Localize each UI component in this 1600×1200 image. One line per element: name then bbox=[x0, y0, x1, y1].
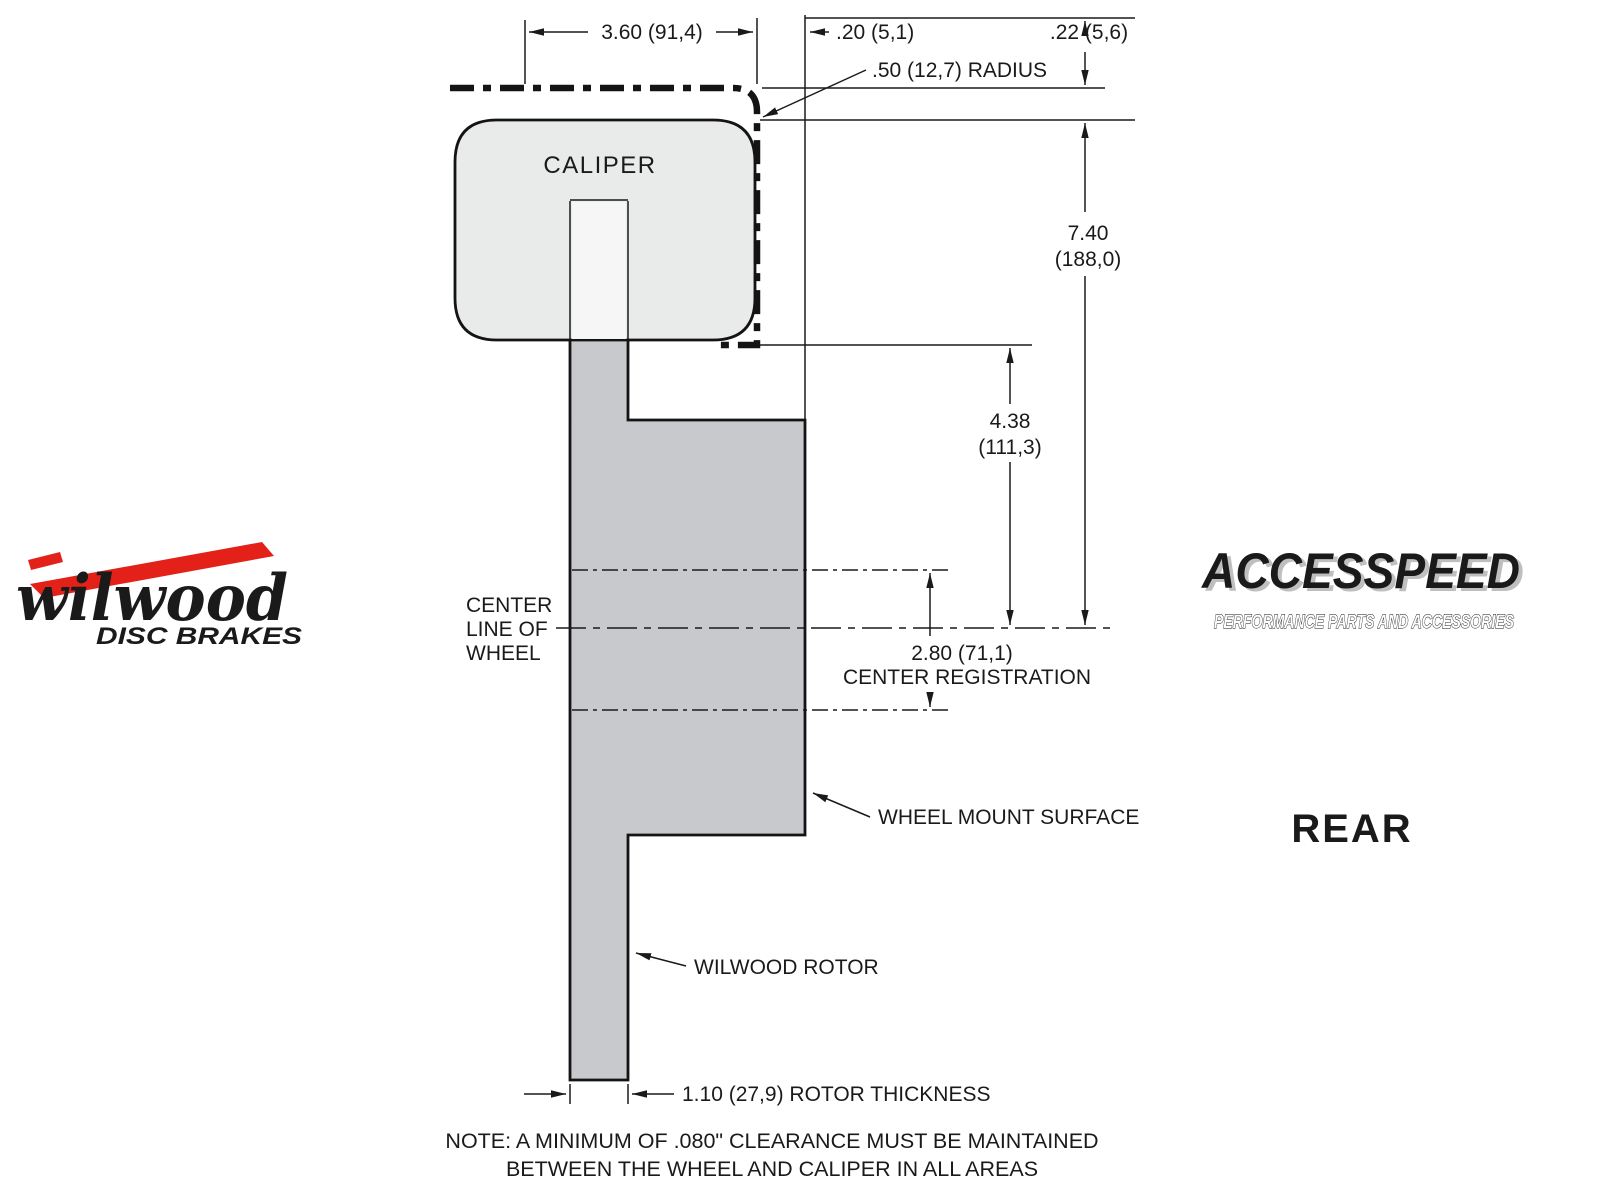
wheel-clearance-phantom-line bbox=[450, 84, 761, 349]
dim-clearance-top-text: .22 (5,6) bbox=[1050, 21, 1128, 44]
dim-register-label-text: CENTER REGISTRATION bbox=[843, 666, 1091, 689]
caliper-label: CALIPER bbox=[543, 152, 656, 179]
note: NOTE: A MINIMUM OF .080" CLEARANCE MUST … bbox=[445, 1129, 1098, 1181]
accesspeed-logo: ACCESSPEED ACCESSPEED PERFORMANCE PARTS … bbox=[1200, 543, 1524, 851]
rotor-leader bbox=[635, 952, 687, 967]
dim-clearance-side-text: .20 (5,1) bbox=[836, 21, 914, 44]
accesspeed-wordmark: ACCESSPEED bbox=[1200, 543, 1520, 599]
callouts: CENTER LINE OF WHEEL WHEEL MOUNT SURFACE… bbox=[466, 594, 1139, 979]
view-label: REAR bbox=[1291, 807, 1412, 851]
rotor-label: WILWOOD ROTOR bbox=[694, 956, 879, 979]
radius-text: .50 (12,7) RADIUS bbox=[872, 59, 1047, 82]
radius-leader bbox=[762, 69, 867, 118]
extension-lines bbox=[524, 15, 1135, 1104]
centerline-label-1: CENTER bbox=[466, 594, 552, 617]
dim-mount-in-text: 4.38 bbox=[990, 410, 1031, 433]
dimensions: 3.60 (91,4) .20 (5,1) .22 (5,6) .50 (12,… bbox=[524, 21, 1128, 1106]
centerlines bbox=[556, 569, 1112, 711]
wheel-mount-leader bbox=[812, 792, 871, 818]
caliper-section: CALIPER bbox=[453, 118, 757, 342]
wilwood-tagline: DISC BRAKES bbox=[96, 623, 302, 650]
dim-height-in-text: 7.40 bbox=[1068, 222, 1109, 245]
rotor-slot bbox=[572, 202, 626, 339]
wilwood-wordmark: wilwood bbox=[16, 561, 288, 636]
wheel-mount-label: WHEEL MOUNT SURFACE bbox=[878, 806, 1139, 829]
wilwood-swoosh-small bbox=[28, 552, 63, 570]
note-line-2: BETWEEN THE WHEEL AND CALIPER IN ALL ARE… bbox=[506, 1157, 1038, 1181]
accesspeed-wordmark-shadow: ACCESSPEED bbox=[1204, 546, 1524, 602]
dim-thickness-text: 1.10 (27,9) ROTOR THICKNESS bbox=[682, 1083, 991, 1106]
dim-height-mm-text: (188,0) bbox=[1055, 248, 1122, 271]
centerline-label-3: WHEEL bbox=[466, 642, 541, 665]
centerline-label-2: LINE OF bbox=[466, 618, 548, 641]
accesspeed-tagline: PERFORMANCE PARTS AND ACCESSORIES bbox=[1214, 612, 1514, 633]
dim-register-text: 2.80 (71,1) bbox=[911, 642, 1013, 665]
wilwood-logo: wilwood DISC BRAKES bbox=[16, 542, 302, 650]
wilwood-swoosh bbox=[30, 542, 274, 598]
note-line-1: NOTE: A MINIMUM OF .080" CLEARANCE MUST … bbox=[445, 1129, 1098, 1153]
dim-mount-mm-text: (111,3) bbox=[978, 436, 1041, 459]
dim-width-text: 3.60 (91,4) bbox=[601, 21, 703, 44]
